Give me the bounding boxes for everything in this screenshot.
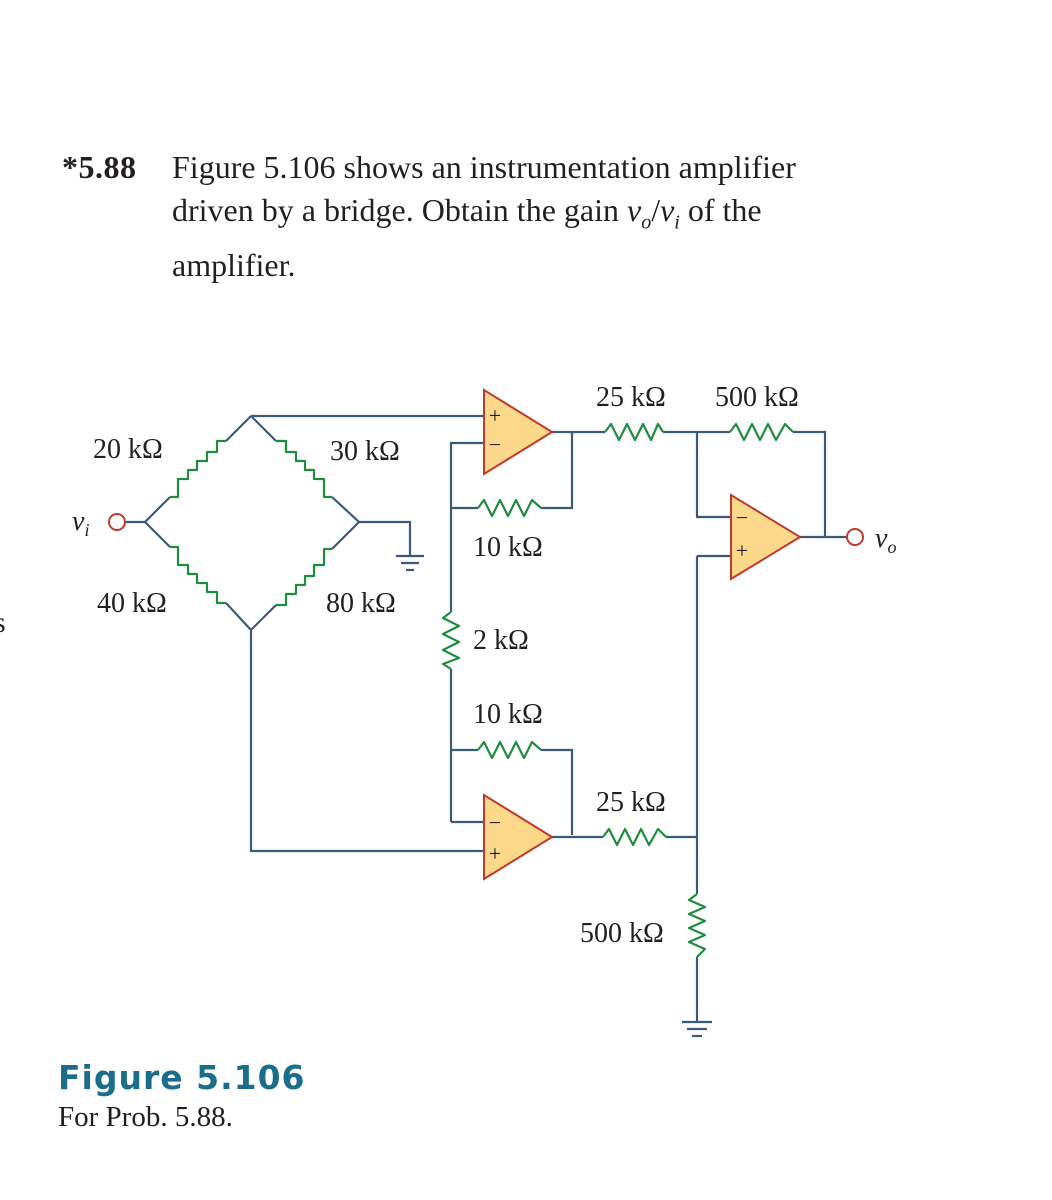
resistors	[170, 439, 332, 607]
label-10k-bottom: 10 kΩ	[473, 699, 543, 730]
label-40k: 40 kΩ	[97, 588, 167, 619]
zigzag-resistors	[441, 422, 794, 958]
problem-text: Figure 5.106 shows an instrumentation am…	[172, 146, 872, 287]
resistor-10k-bottom	[477, 740, 542, 760]
input-label: vi	[72, 506, 89, 540]
resistor-25k-top	[604, 422, 664, 442]
input-terminal	[108, 513, 126, 531]
figure-description: For Prob. 5.88.	[58, 1101, 233, 1133]
opamp-bottom-minus: −	[489, 810, 501, 835]
problem-number: *5.88	[62, 149, 137, 185]
output-terminal	[846, 528, 864, 546]
label-80k: 80 kΩ	[326, 588, 396, 619]
problem-line-3: amplifier.	[172, 247, 296, 284]
output-label: vo	[875, 523, 896, 557]
label-500k-top: 500 kΩ	[715, 382, 799, 413]
vi-symbol: vi	[660, 192, 680, 234]
resistor-500k-top	[729, 422, 794, 442]
label-25k-top: 25 kΩ	[596, 382, 666, 413]
opamp-top-plus: +	[489, 403, 501, 428]
circuit-wires	[126, 414, 848, 1022]
resistor-10k-top	[477, 498, 542, 518]
opamp-diff-plus: +	[736, 538, 748, 563]
opamps	[483, 388, 802, 881]
resistor-30k	[276, 439, 332, 499]
opamp-bottom	[483, 793, 554, 881]
problem-statement: *5.88 Figure 5.106 shows an instrumentat…	[62, 146, 962, 287]
label-2k: 2 kΩ	[473, 625, 529, 656]
opamp-top-minus: −	[489, 432, 501, 457]
figure-number: Figure 5.106	[58, 1058, 306, 1097]
circuit-labels: vi vo 20 kΩ 30 kΩ 40 kΩ 80 kΩ 10 kΩ 2 kΩ…	[72, 382, 896, 949]
resistor-2k	[441, 611, 461, 670]
opamp-bottom-plus: +	[489, 841, 501, 866]
figure-caption: Figure 5.106 For Prob. 5.88.	[58, 1058, 306, 1134]
resistor-500k-ground	[687, 893, 707, 958]
label-500k-ground: 500 kΩ	[580, 918, 664, 949]
label-10k-top: 10 kΩ	[473, 532, 543, 563]
resistor-80k	[276, 547, 332, 607]
label-30k: 30 kΩ	[330, 436, 400, 467]
opamp-diff-minus: −	[736, 505, 748, 530]
ground-symbols	[396, 554, 712, 1038]
problem-line-1: Figure 5.106 shows an instrumentation am…	[172, 149, 796, 185]
label-20k: 20 kΩ	[93, 434, 163, 465]
page-edge-letter: s	[0, 606, 6, 640]
resistor-40k	[170, 545, 226, 605]
resistor-25k-bottom	[602, 827, 667, 847]
opamp-signs: + − − + − +	[489, 403, 748, 866]
resistor-20k	[170, 439, 226, 499]
problem-line-2: driven by a bridge. Obtain the gain vo/v…	[172, 192, 762, 234]
opamp-top	[483, 388, 554, 476]
label-25k-bottom: 25 kΩ	[596, 787, 666, 818]
opamp-difference	[730, 493, 802, 581]
vo-symbol: vo	[626, 192, 652, 234]
